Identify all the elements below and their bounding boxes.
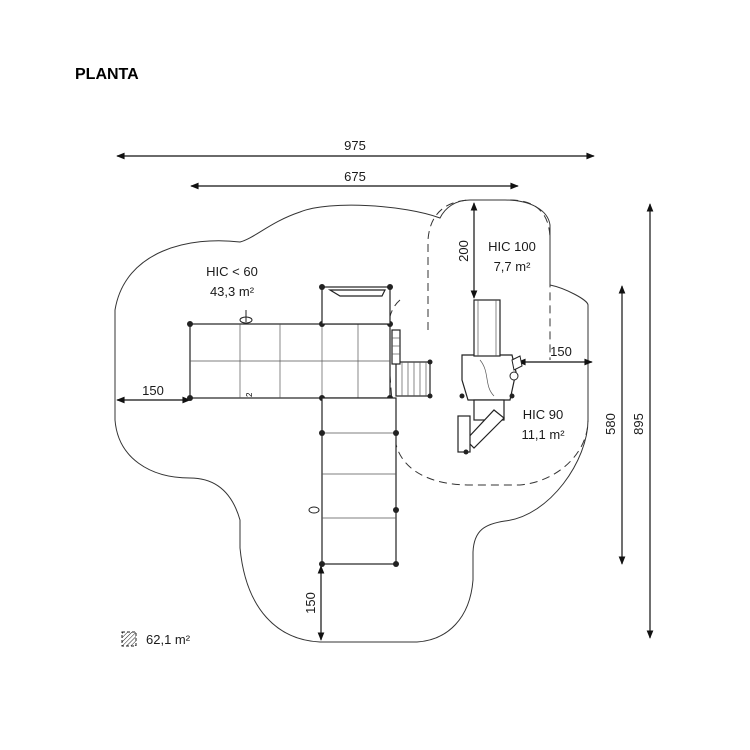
dimension-label-bottom-150: 150	[303, 592, 318, 614]
dimension-label-580: 580	[603, 413, 618, 435]
dimension-label-895: 895	[631, 413, 646, 435]
zone-hic90-area: 11,1 m²	[521, 427, 565, 442]
zone-hic60-code: HIC < 60	[206, 264, 258, 279]
right-tower	[427, 354, 517, 401]
hatched-square-icon	[121, 631, 137, 647]
upper-tower	[319, 284, 393, 325]
legend: 62,1 m²	[121, 631, 191, 647]
zone-hic100-code: HIC 100	[488, 239, 536, 254]
side-handle-icon	[308, 506, 320, 514]
dimension-label-975: 975	[344, 138, 366, 153]
zone-hic100-area: 7,7 m²	[494, 259, 532, 274]
horizontal-platform	[187, 321, 393, 401]
steering-wheel-icon	[239, 310, 253, 324]
dimension-label-right-150: 150	[550, 344, 572, 359]
slide	[473, 299, 501, 357]
dimension-label-675: 675	[344, 169, 366, 184]
zone-hic90-code: HIC 90	[523, 407, 563, 422]
legend-area: 62,1 m²	[146, 632, 191, 647]
dimension-label-left-150: 150	[142, 383, 164, 398]
hic100-zone-boundary	[427, 199, 551, 360]
vertical-platform	[319, 397, 399, 567]
small-mark: 2	[245, 392, 254, 397]
page-title: PLANTA	[75, 66, 139, 83]
safety-zone-outline	[114, 199, 589, 643]
lower-climber	[457, 399, 505, 455]
zone-hic60-area: 43,3 m²	[210, 284, 255, 299]
telescope-icon	[509, 355, 523, 381]
dimension-label-200: 200	[456, 240, 471, 262]
side-ladder	[391, 329, 401, 365]
bridge	[395, 361, 431, 397]
